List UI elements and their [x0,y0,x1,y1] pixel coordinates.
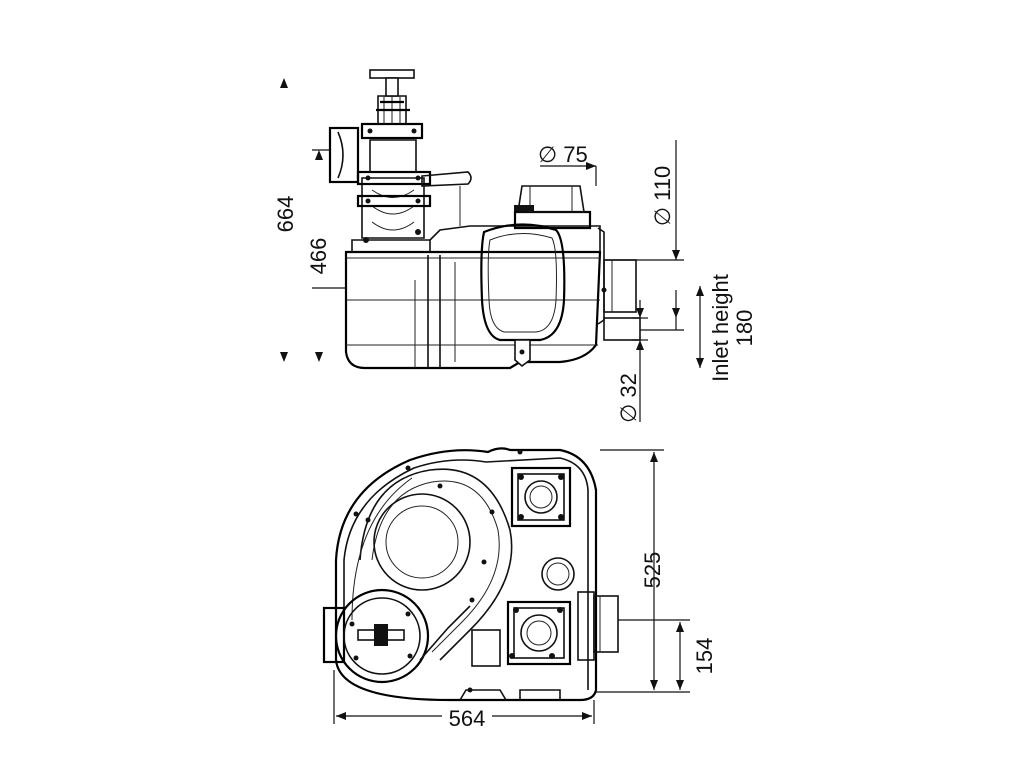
width-label: 564 [449,706,486,731]
vent-diameter-label: ∅ 75 [538,142,588,167]
height-total-label: 664 [273,196,298,233]
inlet-offset-label: 154 [692,638,717,675]
top-view [322,447,619,702]
side-view-dimensions [280,78,704,422]
top-view-dimensions [333,449,690,724]
dim-arrow [315,150,323,160]
outlet-diameter-label: ∅ 110 [650,166,675,226]
side-view [328,69,641,370]
inlet-height-value: 180 [732,310,757,347]
depth-label: 525 [640,552,665,589]
dim-arrow [315,352,323,362]
inlet-height-text: Inlet height [708,274,733,382]
width-label-bg [442,706,492,728]
dim-arrow [280,352,288,362]
dim-arrow [280,78,288,88]
height-body-label: 466 [306,238,331,275]
small-diameter-label: ∅ 32 [616,373,641,423]
